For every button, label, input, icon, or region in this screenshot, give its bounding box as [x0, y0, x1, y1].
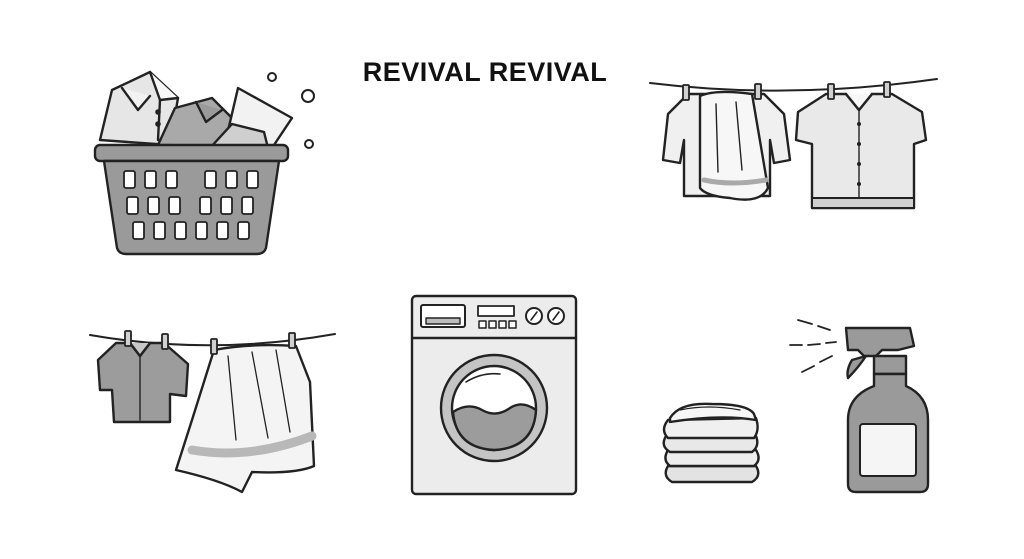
- washing-machine-icon: [410, 294, 578, 496]
- folded-towels-icon: [662, 402, 760, 484]
- laundry-basket-icon: [93, 70, 315, 256]
- clothesline-shirts-icon: [649, 78, 938, 210]
- spray-bottle-icon: [789, 319, 930, 494]
- clothesline-towel-icon: [89, 330, 336, 494]
- page-title: REVIVAL REVIVAL: [362, 57, 608, 87]
